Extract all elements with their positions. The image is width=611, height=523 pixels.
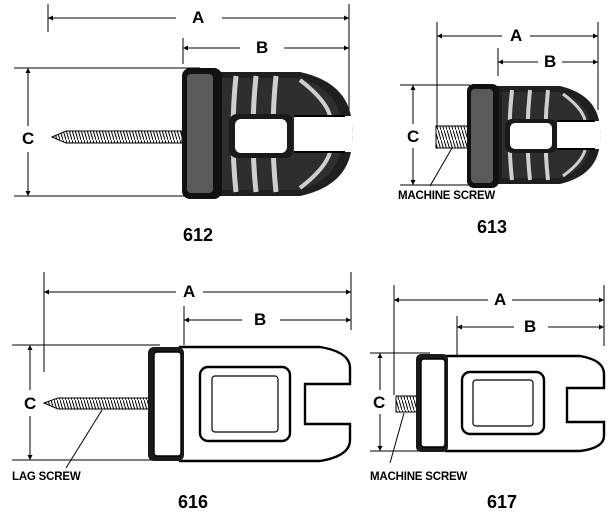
insulator-body-613 xyxy=(467,84,601,188)
figure-number-616: 616 xyxy=(178,492,209,512)
dimension-label-a-617: A xyxy=(494,290,507,309)
dimension-label-b-616: B xyxy=(254,310,267,329)
figure-number-612: 612 xyxy=(183,225,214,245)
note-machine-screw-617: MACHINE SCREW xyxy=(370,471,468,483)
lag-screw-612 xyxy=(50,130,183,144)
lag-screw-616 xyxy=(42,397,151,469)
dimension-label-c-612: C xyxy=(22,129,35,148)
machine-screw-613 xyxy=(429,125,469,187)
figure-613 xyxy=(400,22,601,188)
dimension-label-c-613: C xyxy=(407,127,420,146)
dimension-label-b-613: B xyxy=(544,52,557,71)
figure-number-617: 617 xyxy=(487,492,518,512)
figure-612 xyxy=(14,4,353,199)
figure-616 xyxy=(12,272,352,469)
dimension-label-b-612: B xyxy=(256,38,269,57)
figure-number-613: 613 xyxy=(477,217,508,237)
figure-617 xyxy=(370,285,606,464)
dimension-label-b-617: B xyxy=(524,317,537,336)
insulator-body-617 xyxy=(416,354,606,453)
dimension-label-a-612: A xyxy=(192,8,205,27)
dimension-label-c-617: C xyxy=(373,393,386,412)
machine-screw-617 xyxy=(389,395,419,464)
note-machine-screw-613: MACHINE SCREW xyxy=(398,190,496,202)
dimension-label-c-616: C xyxy=(24,394,37,413)
insulator-body-612 xyxy=(182,68,353,199)
dimension-label-a-616: A xyxy=(183,282,196,301)
dimension-label-a-613: A xyxy=(510,26,523,45)
insulator-body-616 xyxy=(148,345,352,463)
note-lag-screw-616: LAG SCREW xyxy=(12,471,81,483)
